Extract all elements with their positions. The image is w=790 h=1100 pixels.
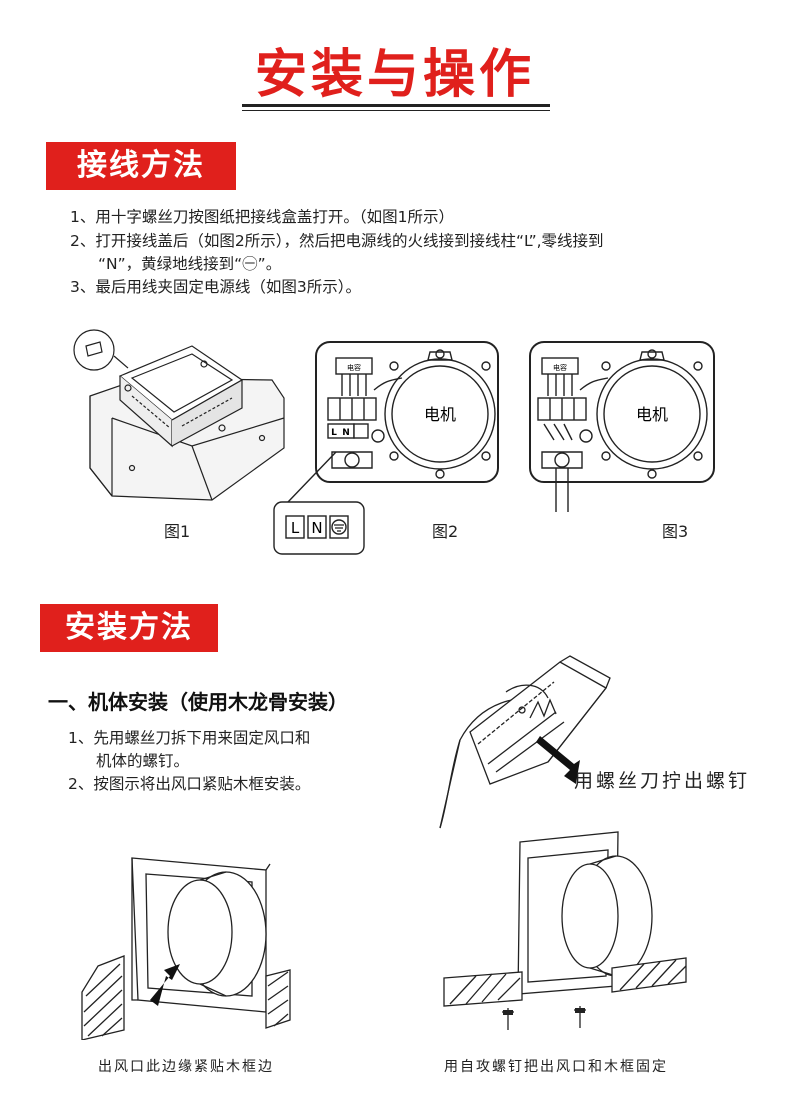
wiring-step-2: 2、打开接线盖后（如图2所示），然后把电源线的火线接到接线柱“L”,零线接到 (70, 232, 604, 250)
title-underline-thin (242, 110, 550, 111)
terminal-n-small: N (342, 428, 350, 438)
motor-label: 电机 (424, 405, 456, 424)
page-title: 安装与操作 (254, 45, 535, 105)
figure-2-illustration: 电容 电机 L N L N (273, 341, 499, 555)
install-right-illustration (443, 831, 687, 1030)
install-step-1-cont: 机体的螺钉。 (96, 752, 190, 770)
left-caption: 出风口此边缘紧贴木框边 (98, 1059, 274, 1075)
terminal-l-large: L (291, 519, 300, 537)
wiring-step-1: 1、用十字螺丝刀按图纸把接线盒盖打开。（如图1所示） (70, 208, 454, 226)
section-heading-install: 安装方法 (40, 604, 218, 652)
figure-3-illustration: 电容 电机 (529, 341, 715, 512)
motor-label-fig3: 电机 (636, 405, 668, 424)
ground-icon (334, 524, 344, 532)
wiring-step-2-cont: “N”，黄绿地线接到“㊀”。 (98, 255, 282, 273)
arrow-icon (536, 736, 580, 784)
figure-2-caption: 图2 (432, 522, 459, 541)
terminal-n-large: N (311, 519, 322, 537)
screw-callout: 用螺丝刀拧出螺钉 (574, 770, 751, 792)
install-left-illustration (81, 857, 291, 1040)
capacitor-label: 电容 (347, 363, 361, 372)
install-step-2: 2、按图示将出风口紧贴木框安装。 (68, 775, 311, 793)
figure-1-illustration (73, 329, 285, 501)
terminal-l-small: L (331, 428, 337, 438)
title-underline (242, 104, 550, 107)
install-step-1: 1、先用螺丝刀拆下用来固定风口和 (68, 729, 311, 747)
wiring-step-3: 3、最后用线夹固定电源线（如图3所示）。 (70, 278, 361, 296)
figure-3-caption: 图3 (662, 522, 689, 541)
figure-1-caption: 图1 (164, 522, 191, 541)
screw-removal-illustration (439, 655, 611, 829)
arrow-icon (150, 964, 180, 1006)
right-caption: 用自攻螺钉把出风口和木框固定 (444, 1059, 668, 1075)
section-heading-wiring: 接线方法 (46, 142, 236, 190)
capacitor-label-fig3: 电容 (553, 363, 567, 372)
install-subheading: 一、机体安装（使用木龙骨安装） (48, 690, 348, 714)
